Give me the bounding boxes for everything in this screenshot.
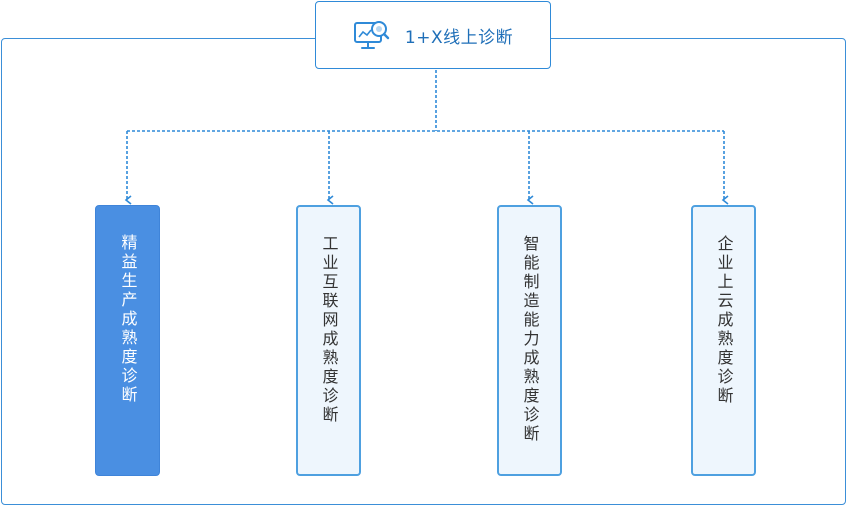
branch-label-cloud-adoption: 企业上云成熟度诊断 — [714, 235, 734, 406]
monitor-search-icon — [353, 21, 390, 49]
branch-label-industrial-internet: 工业互联网成熟度诊断 — [319, 235, 339, 425]
branch-label-smart-manufacturing: 智能制造能力成熟度诊断 — [520, 235, 540, 444]
branch-lean-production[interactable]: 精益生产成熟度诊断 — [95, 205, 160, 476]
branch-industrial-internet[interactable]: 工业互联网成熟度诊断 — [296, 205, 361, 476]
branch-label-lean-production: 精益生产成熟度诊断 — [118, 234, 138, 405]
branch-smart-manufacturing[interactable]: 智能制造能力成熟度诊断 — [497, 205, 562, 476]
root-node[interactable]: 1+X线上诊断 — [315, 1, 551, 69]
branch-cloud-adoption[interactable]: 企业上云成熟度诊断 — [691, 205, 756, 476]
root-label: 1+X线上诊断 — [404, 27, 514, 48]
